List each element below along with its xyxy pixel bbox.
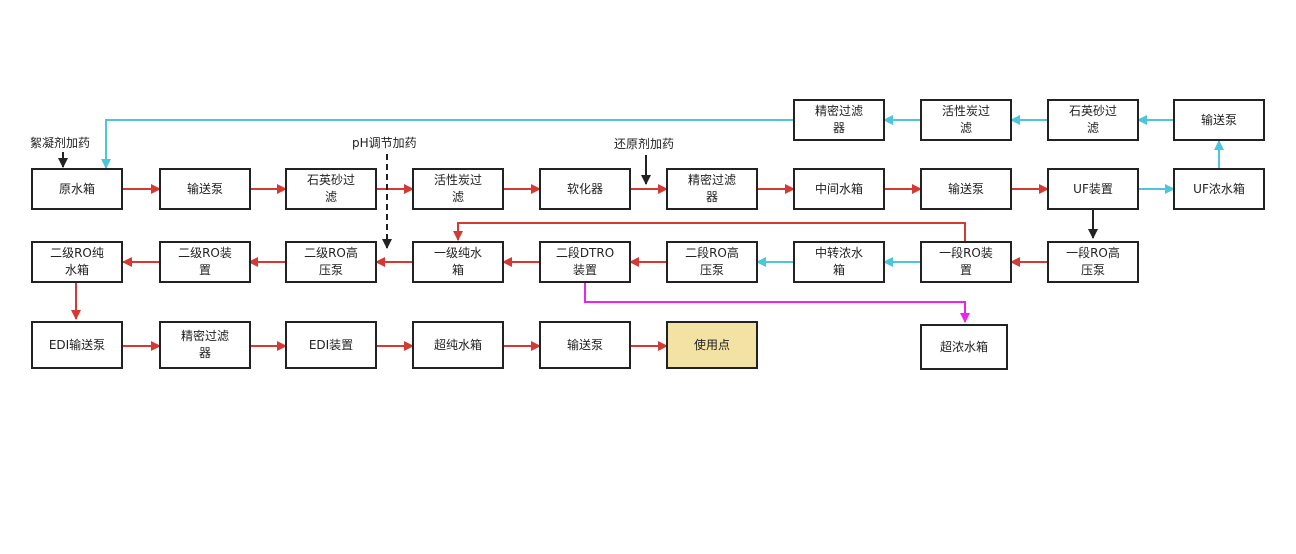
node-jingmi-top: 精密过滤 器 [793,99,885,141]
svg-text:超纯水箱: 超纯水箱 [434,337,482,352]
node-shusong3: 输送泵 [539,321,631,369]
svg-text:压泵: 压泵 [1081,263,1105,277]
node-shusong1: 输送泵 [159,168,251,210]
node-yiduan-ro-gaoya: 一段RO高 压泵 [1047,241,1139,283]
dosing-labels: 絮凝剂加药 pH调节加药 还原剂加药 [30,135,674,151]
svg-text:UF浓水箱: UF浓水箱 [1193,181,1245,196]
svg-text:置: 置 [960,263,972,277]
svg-text:一段RO高: 一段RO高 [1066,245,1120,260]
svg-text:精密过滤: 精密过滤 [181,328,229,343]
node-ruanhua: 软化器 [539,168,631,210]
node-zhongjian: 中间水箱 [793,168,885,210]
node-jingmi2: 精密过滤 器 [159,321,251,369]
svg-text:压泵: 压泵 [319,263,343,277]
node-yuanshui: 原水箱 [31,168,123,210]
node-ufnong: UF浓水箱 [1173,168,1265,210]
svg-text:滤: 滤 [452,190,464,204]
svg-text:中间水箱: 中间水箱 [815,181,863,196]
svg-text:精密过滤: 精密过滤 [688,172,736,187]
arrow-dtro-chaonong [584,283,970,323]
node-yiduan-ro: 一段RO装 置 [920,241,1012,283]
svg-text:输送泵: 输送泵 [187,181,223,196]
svg-text:中转浓水: 中转浓水 [815,245,863,260]
svg-text:水箱: 水箱 [65,262,89,277]
svg-text:装置: 装置 [573,263,597,277]
node-shiyong: 使用点 [666,321,758,369]
node-erduan-ro-gaoya: 二段RO高 压泵 [666,241,758,283]
node-huoxing-top: 活性炭过 滤 [920,99,1012,141]
process-nodes: 精密过滤 器 活性炭过 滤 石英砂过 滤 输送泵 原水箱 输送泵 石英砂过 [31,99,1265,370]
svg-text:滤: 滤 [1087,121,1099,135]
svg-text:软化器: 软化器 [567,182,603,196]
node-erduan-dtro: 二段DTRO 装置 [539,241,631,283]
svg-text:一段RO装: 一段RO装 [939,245,993,260]
node-chaochun: 超纯水箱 [412,321,504,369]
svg-text:精密过滤: 精密过滤 [815,103,863,118]
node-chaonong: 超浓水箱 [920,324,1008,370]
label-ph: pH调节加药 [352,136,417,150]
svg-text:活性炭过: 活性炭过 [434,173,482,187]
label-huanyuan: 还原剂加药 [614,136,674,151]
svg-text:二级RO高: 二级RO高 [304,245,358,260]
svg-text:EDI装置: EDI装置 [309,338,353,352]
svg-text:二段RO高: 二段RO高 [685,245,739,260]
svg-text:二级RO纯: 二级RO纯 [50,246,104,260]
svg-text:石英砂过: 石英砂过 [1069,104,1117,118]
node-erji-ro: 二级RO装 置 [159,241,251,283]
svg-text:二级RO装: 二级RO装 [178,246,232,260]
node-edi-pump: EDI输送泵 [31,321,123,369]
svg-text:器: 器 [833,121,845,135]
svg-text:滤: 滤 [960,121,972,135]
node-shusong2: 输送泵 [920,168,1012,210]
svg-text:箱: 箱 [452,262,464,277]
svg-text:器: 器 [706,190,718,204]
node-jingmi1: 精密过滤 器 [666,168,758,210]
svg-text:输送泵: 输送泵 [567,337,603,352]
node-huoxing1: 活性炭过 滤 [412,168,504,210]
svg-text:二段DTRO: 二段DTRO [556,245,614,260]
svg-text:箱: 箱 [833,262,845,277]
connectors [58,115,1224,351]
node-shusong-top: 输送泵 [1173,99,1265,141]
svg-text:超浓水箱: 超浓水箱 [940,339,988,354]
svg-text:压泵: 压泵 [700,263,724,277]
node-edi: EDI装置 [285,321,377,369]
svg-text:使用点: 使用点 [694,337,730,352]
svg-text:置: 置 [199,263,211,277]
node-yiji-chun: 一级纯水 箱 [412,241,504,283]
svg-text:器: 器 [199,346,211,360]
arrow-yiduan-ro-yiji-chun [453,222,966,242]
svg-text:输送泵: 输送泵 [948,181,984,196]
node-zhongzhuan: 中转浓水 箱 [793,241,885,283]
node-shiying-top: 石英砂过 滤 [1047,99,1139,141]
arrow-jingmi-top-yuanshui [101,119,794,169]
svg-text:石英砂过: 石英砂过 [307,173,355,187]
svg-text:输送泵: 输送泵 [1201,112,1237,127]
label-xuning: 絮凝剂加药 [30,135,90,150]
svg-text:一级纯水: 一级纯水 [434,246,482,260]
node-erji-ro-chun: 二级RO纯 水箱 [31,241,123,283]
svg-text:滤: 滤 [325,190,337,204]
node-shiying1: 石英砂过 滤 [285,168,377,210]
svg-text:原水箱: 原水箱 [59,181,95,196]
svg-text:活性炭过: 活性炭过 [942,104,990,118]
node-uf: UF装置 [1047,168,1139,210]
svg-text:EDI输送泵: EDI输送泵 [49,337,105,352]
node-erji-ro-gaoya: 二级RO高 压泵 [285,241,377,283]
svg-text:UF装置: UF装置 [1073,182,1113,196]
